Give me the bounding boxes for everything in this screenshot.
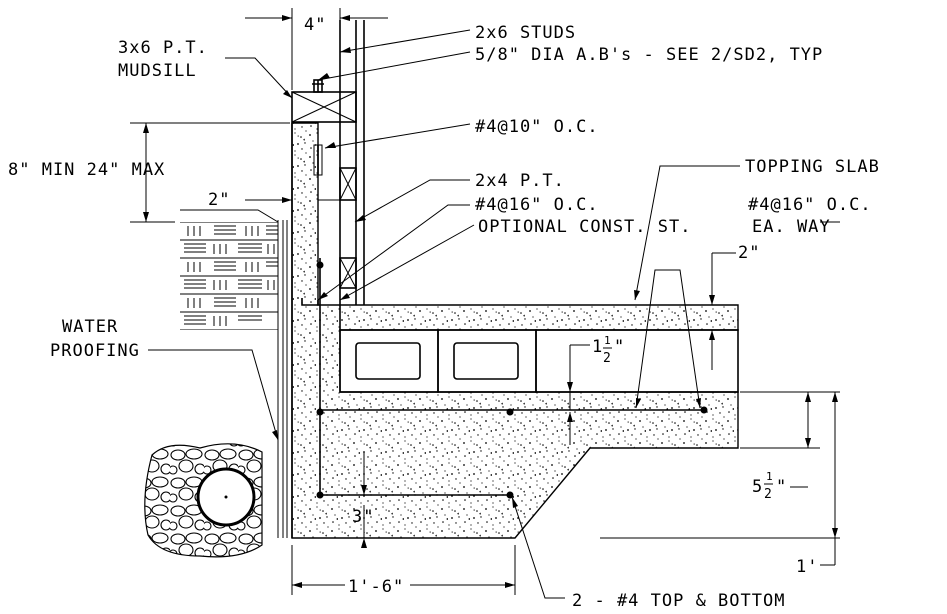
wall-width-label: 4"	[304, 15, 326, 35]
soil-hatch	[180, 209, 279, 330]
five-half-int: 5	[752, 477, 763, 497]
two-inch-right-label: 2"	[738, 243, 760, 263]
mudsill-label-line1: 3x6 P.T.	[118, 38, 208, 58]
anchor-bolts-label: 5/8" DIA A.B's - SEE 2/SD2, TYP	[475, 45, 823, 65]
one-foot-six-label: 1'-6"	[348, 577, 404, 597]
ea-way-label: EA. WAY	[752, 217, 831, 237]
one-foot-label: 1'	[796, 557, 818, 577]
mudsill-label-line2: MUDSILL	[118, 61, 197, 81]
top-bottom-label: 2 - #4 TOP & BOTTOM	[572, 591, 785, 611]
waterproofing-layer	[277, 220, 288, 538]
topping-slab-label: TOPPING SLAB	[745, 157, 880, 177]
three-inch-label: 3"	[352, 507, 374, 527]
vertical-rebar-label: #4@10" O.C.	[475, 117, 599, 137]
one-half-den: 2	[603, 351, 612, 366]
dimension-lines	[130, 8, 840, 599]
stem-height-label: 8" MIN 24" MAX	[8, 160, 165, 180]
waterproofing-label-line2: PROOFING	[50, 341, 140, 361]
waterproofing-label-line1: WATER	[62, 317, 118, 337]
rebar	[316, 258, 708, 499]
gravel-bed	[144, 443, 263, 558]
optional-const-label: OPTIONAL CONST. ST.	[478, 217, 691, 237]
cmu-forms	[339, 329, 739, 393]
five-half-num: 1	[766, 470, 774, 483]
five-half-den: 2	[764, 487, 773, 502]
annotations: 4" 2x6 STUDS 5/8" DIA A.B's - SEE 2/SD2,…	[8, 15, 880, 611]
two-inch-left-label: 2"	[208, 190, 230, 210]
one-half-int: 1	[592, 337, 603, 357]
plate-label: 2x4 P.T.	[475, 171, 565, 191]
dowel-rebar-label: #4@16" O.C.	[475, 195, 599, 215]
studs-label: 2x6 STUDS	[475, 23, 576, 43]
one-half-unit: "	[614, 337, 625, 357]
five-half-unit: "	[776, 477, 787, 497]
wood-framing	[291, 20, 365, 305]
slab-rebar-label: #4@16" O.C.	[748, 195, 872, 215]
one-half-num: 1	[604, 334, 612, 347]
